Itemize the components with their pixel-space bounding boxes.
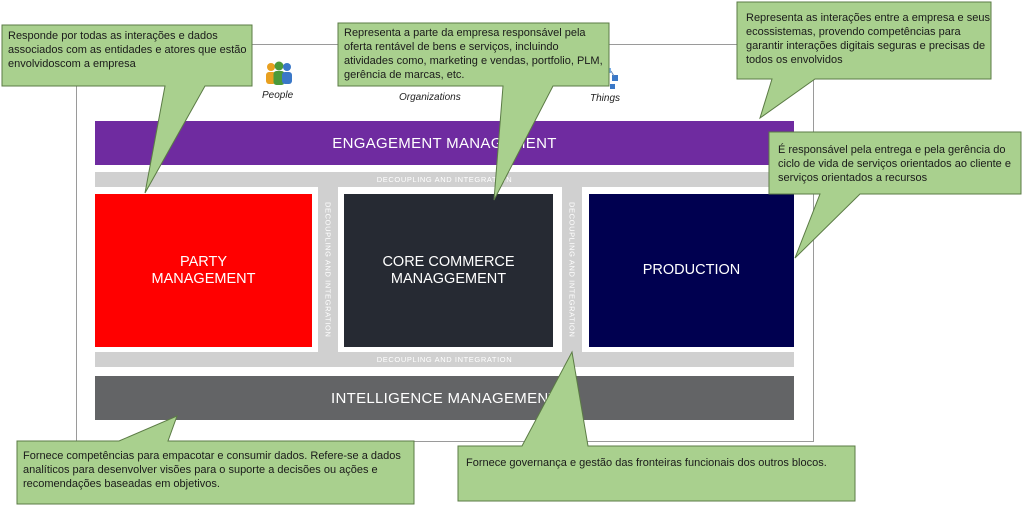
production-block: PRODUCTION xyxy=(589,194,794,347)
callout-engagement-text: Representa as interações entre a empresa… xyxy=(746,12,990,66)
decoupling-label-right: DECOUPLING AND INTEGRATION xyxy=(567,201,577,338)
callout-intelligence-text: Fornece competências para empacotar e co… xyxy=(23,450,401,490)
callout-core-text: Representa a parte da empresa responsáve… xyxy=(344,27,603,81)
things-caption: Things xyxy=(590,93,621,104)
intelligence-management-band: INTELLIGENCE MANAGEMENT xyxy=(95,376,794,420)
party-label-line1: PARTY xyxy=(179,253,227,270)
core-label-line2: MANAGGEMENT xyxy=(390,270,507,287)
people-icon xyxy=(266,61,292,85)
callout-production-text: É responsável pela entrega e pela gerênc… xyxy=(778,144,1011,184)
party-label-line2: MANAGEMENT xyxy=(151,270,256,287)
engagement-management-band: ENGAGEMENT MANAGEMENT xyxy=(95,121,794,165)
decoupling-label-left: DECOUPLING AND INTEGRATION xyxy=(323,201,333,338)
decoupling-band-top: DECOUPLING AND INTEGRATION xyxy=(95,172,794,187)
decoupling-label-bottom: DECOUPLING AND INTEGRATION xyxy=(376,355,513,364)
decoupling-band-bottom: DECOUPLING AND INTEGRATION xyxy=(95,352,794,367)
callout-party-text: Responde por todas as interações e dados… xyxy=(8,30,247,70)
organizations-caption: Organizations xyxy=(399,92,461,103)
decoupling-band-right: DECOUPLING AND INTEGRATION xyxy=(562,187,582,352)
engagement-management-label: ENGAGEMENT MANAGEMENT xyxy=(332,134,557,152)
intelligence-management-label: INTELLIGENCE MANAGEMENT xyxy=(331,389,558,407)
people-caption: People xyxy=(262,90,294,101)
decoupling-label-top: DECOUPLING AND INTEGRATION xyxy=(376,175,513,184)
core-commerce-block: CORE COMMERCE MANAGGEMENT xyxy=(344,194,553,347)
callout-decoupling-text: Fornece governança e gestão das fronteir… xyxy=(466,457,827,469)
party-management-block: PARTY MANAGEMENT xyxy=(95,194,312,347)
core-label-line1: CORE COMMERCE xyxy=(382,253,515,270)
production-label: PRODUCTION xyxy=(642,262,741,278)
decoupling-band-left: DECOUPLING AND INTEGRATION xyxy=(318,187,338,352)
